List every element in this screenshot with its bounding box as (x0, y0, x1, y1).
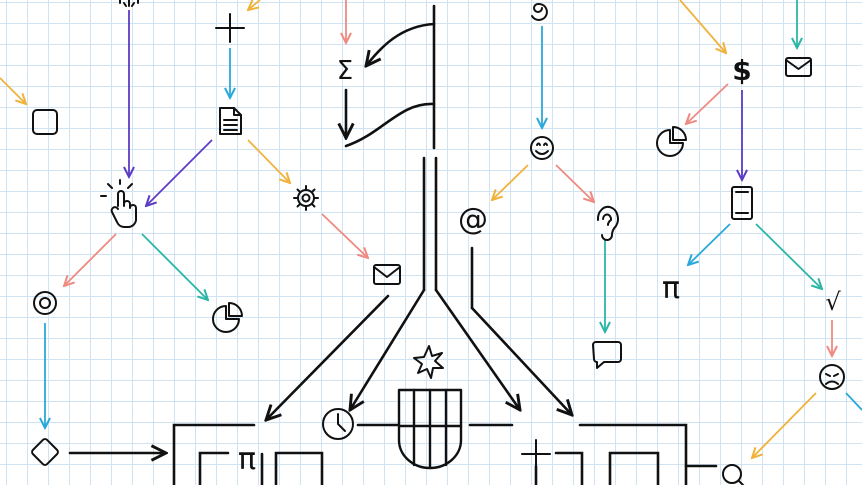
flag-curve-top (366, 22, 436, 66)
phone-icon (731, 186, 753, 220)
speech-bubble-icon (592, 341, 622, 369)
building-outline (68, 4, 718, 485)
arrow-blue (688, 223, 731, 265)
sun-icon (119, 0, 139, 7)
envelope-icon (785, 57, 812, 77)
sad-face-icon (819, 364, 845, 390)
arrow-salmon (64, 233, 117, 286)
arrow-salmon (555, 164, 594, 202)
plus-icon (521, 439, 551, 469)
pi-icon: π (238, 442, 256, 477)
sqrt-icon: √ (825, 288, 841, 316)
flag-curve-bottom (344, 102, 436, 148)
smiley-icon (530, 136, 554, 160)
document-icon (219, 107, 242, 135)
tap-hand-icon (100, 179, 138, 229)
sigma-icon: Σ (337, 56, 353, 86)
connector-arrows (0, 0, 862, 458)
dollar-icon: $ (732, 54, 751, 87)
pi-icon: π (662, 271, 680, 306)
arrow-teal (141, 233, 208, 300)
clock-icon (322, 408, 354, 440)
gear-icon (293, 185, 319, 211)
arrow-purple (146, 139, 213, 206)
ear-icon (596, 205, 619, 241)
star-icon (413, 345, 444, 379)
arrow-salmon (686, 83, 729, 124)
arrow-orange (248, 0, 261, 10)
diamond-icon (31, 438, 59, 466)
arrow-salmon (321, 213, 368, 258)
spiral-icon (531, 2, 548, 21)
pie-chart-icon (212, 302, 243, 333)
arrow-orange (492, 164, 529, 200)
ring-icon (33, 291, 57, 315)
magnifier-icon (722, 464, 745, 485)
crest-shield-icon (397, 388, 463, 470)
arrow-teal (755, 223, 822, 289)
plus-icon (215, 13, 245, 43)
arrow-orange (0, 77, 26, 104)
arrow-blue (845, 392, 862, 411)
square-icon (32, 109, 58, 135)
pie-chart-icon (656, 126, 687, 157)
arrow-orange (247, 139, 290, 183)
arrow-orange (752, 392, 817, 458)
at-sign-icon: @ (458, 202, 488, 237)
envelope-icon (373, 264, 401, 285)
arrow-orange (679, 0, 726, 53)
